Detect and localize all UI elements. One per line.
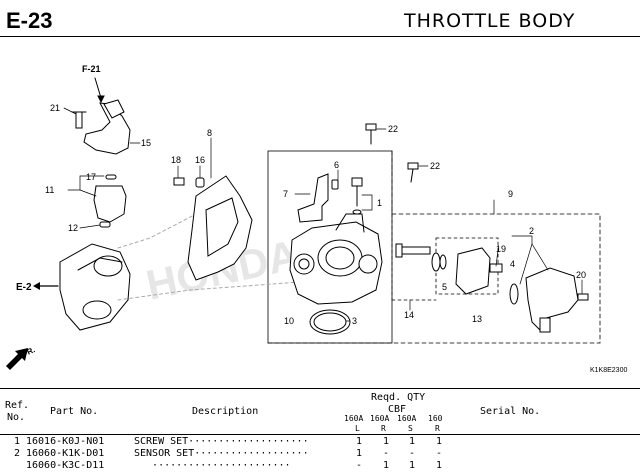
link-plate-7: [297, 173, 329, 223]
callout-11: 11: [45, 185, 54, 195]
drawing-code: K1K8E2300: [590, 367, 627, 374]
iacv-11: [93, 185, 127, 223]
part-number[interactable]: 16060-K3C-D11: [26, 460, 105, 471]
section-code: E-23: [6, 8, 53, 33]
col2-top: 160A: [370, 414, 390, 423]
col1-top: 160A: [344, 414, 364, 423]
header-part-no: Part No.: [50, 406, 99, 417]
callout-4: 4: [510, 259, 515, 269]
callout-12: 12: [68, 223, 78, 233]
header-reqd-qty: Reqd. QTY: [371, 392, 426, 403]
bolt-21: [75, 111, 83, 129]
callout-15: 15: [141, 138, 151, 148]
part-description: ·······················: [134, 460, 291, 471]
collar-16: [195, 177, 205, 188]
callout-18: 18: [171, 155, 181, 165]
o-ring-12: [99, 221, 111, 228]
callout-7: 7: [283, 189, 288, 199]
bolt-22-a: [365, 123, 377, 131]
ref-f21[interactable]: F-21: [82, 64, 101, 74]
col2-bottom: R: [381, 424, 386, 433]
callout-14: 14: [404, 310, 414, 320]
bolt-22-b: [407, 162, 419, 170]
header-ref: Ref.: [5, 400, 30, 411]
frame-9: [267, 150, 601, 344]
ref-e2[interactable]: E-2: [16, 282, 32, 293]
callout-13: 13: [472, 314, 482, 324]
throttle-cover-8: [187, 175, 253, 281]
screw-6: [331, 179, 339, 190]
part-number[interactable]: 16060-K1K-D01: [26, 448, 105, 459]
callout-16: 16: [195, 155, 205, 165]
front-label: FR.: [21, 345, 36, 359]
callout-22-b: 22: [430, 161, 440, 171]
callout-6: 6: [334, 160, 339, 170]
throttle-sensor-13: [455, 247, 491, 295]
sensor-set-2: [525, 267, 579, 331]
parts-table: Ref. No. Part No. Description Reqd. QTY …: [0, 388, 640, 474]
callout-3: 3: [352, 316, 357, 326]
seal-5: [431, 252, 441, 272]
header-cbf: CBF: [388, 404, 407, 415]
callout-19: 19: [496, 244, 506, 254]
callout-20: 20: [576, 270, 586, 280]
part-description: SENSOR SET···················: [134, 448, 309, 459]
col4-bottom: R: [435, 424, 440, 433]
screw-20: [577, 293, 589, 301]
header-serial-no: Serial No.: [480, 406, 541, 417]
col4-top: 160: [428, 414, 443, 423]
part-number[interactable]: 16016-K0J-N01: [26, 436, 105, 447]
callout-10: 10: [284, 316, 294, 326]
header-no: No.: [7, 412, 26, 423]
header-description: Description: [192, 406, 259, 417]
exploded-parts-diagram: HONDA: [6, 64, 627, 374]
callout-5: 5: [442, 282, 447, 292]
front-arrow-icon: [6, 348, 28, 370]
col3-top: 160A: [397, 414, 417, 423]
header-rule: [0, 36, 640, 37]
callout-9: 9: [508, 189, 513, 199]
screw-set-1-head: [351, 177, 363, 187]
callout-17: 17: [86, 172, 96, 182]
o-ring-17: [105, 174, 117, 180]
part-description: SCREW SET····················: [134, 436, 309, 447]
callout-22-a: 22: [388, 124, 398, 134]
callout-2: 2: [529, 226, 534, 236]
screw-18: [173, 177, 185, 186]
o-ring-4: [509, 283, 519, 305]
col1-bottom: L: [355, 424, 360, 433]
shaft-14: [397, 246, 431, 255]
callout-8: 8: [207, 128, 212, 138]
page-title: THROTTLE BODY: [404, 10, 576, 32]
callout-1: 1: [377, 198, 382, 208]
col3-bottom: S: [408, 424, 413, 433]
callout-21: 21: [50, 103, 60, 113]
